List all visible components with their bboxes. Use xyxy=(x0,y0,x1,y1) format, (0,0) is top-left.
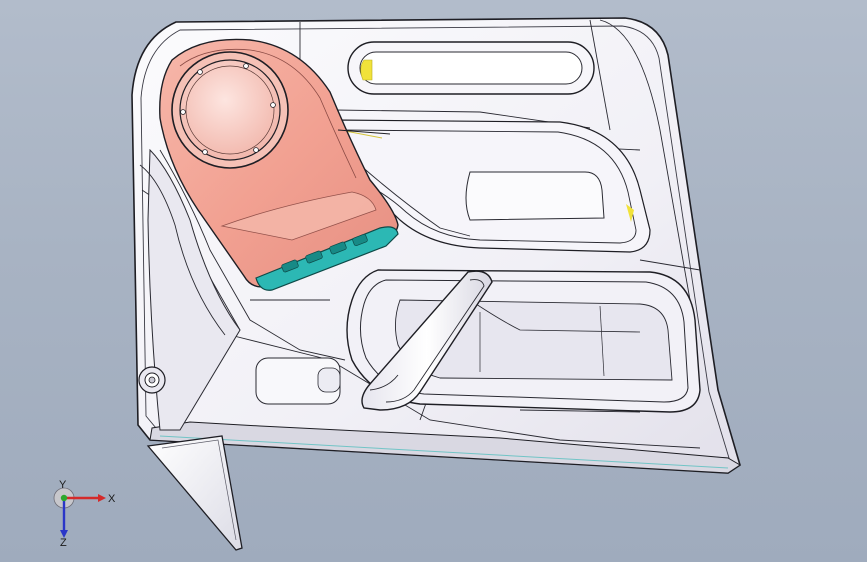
x-axis-arrow xyxy=(98,494,106,502)
z-axis-label: Z xyxy=(60,537,67,548)
speaker-lower-cap xyxy=(220,191,377,241)
x-axis-label: X xyxy=(108,493,116,505)
mounting-boss xyxy=(138,366,166,394)
z-axis-arrow xyxy=(60,530,68,538)
channel-boss xyxy=(465,171,605,221)
channel-highlight xyxy=(626,204,634,222)
y-axis-label: Y xyxy=(59,479,67,491)
map-pocket-flap xyxy=(146,435,243,551)
axis-triad: X Y Z xyxy=(53,479,116,548)
slot-highlight xyxy=(360,59,373,81)
window-switches xyxy=(281,233,368,273)
speaker-grille xyxy=(171,51,289,169)
y-axis-dot xyxy=(60,494,68,502)
upper-slot-inner xyxy=(359,51,583,85)
door-pull-handle xyxy=(361,270,493,411)
bolster-sweep xyxy=(147,148,241,431)
lower-recess-inner xyxy=(317,367,341,393)
